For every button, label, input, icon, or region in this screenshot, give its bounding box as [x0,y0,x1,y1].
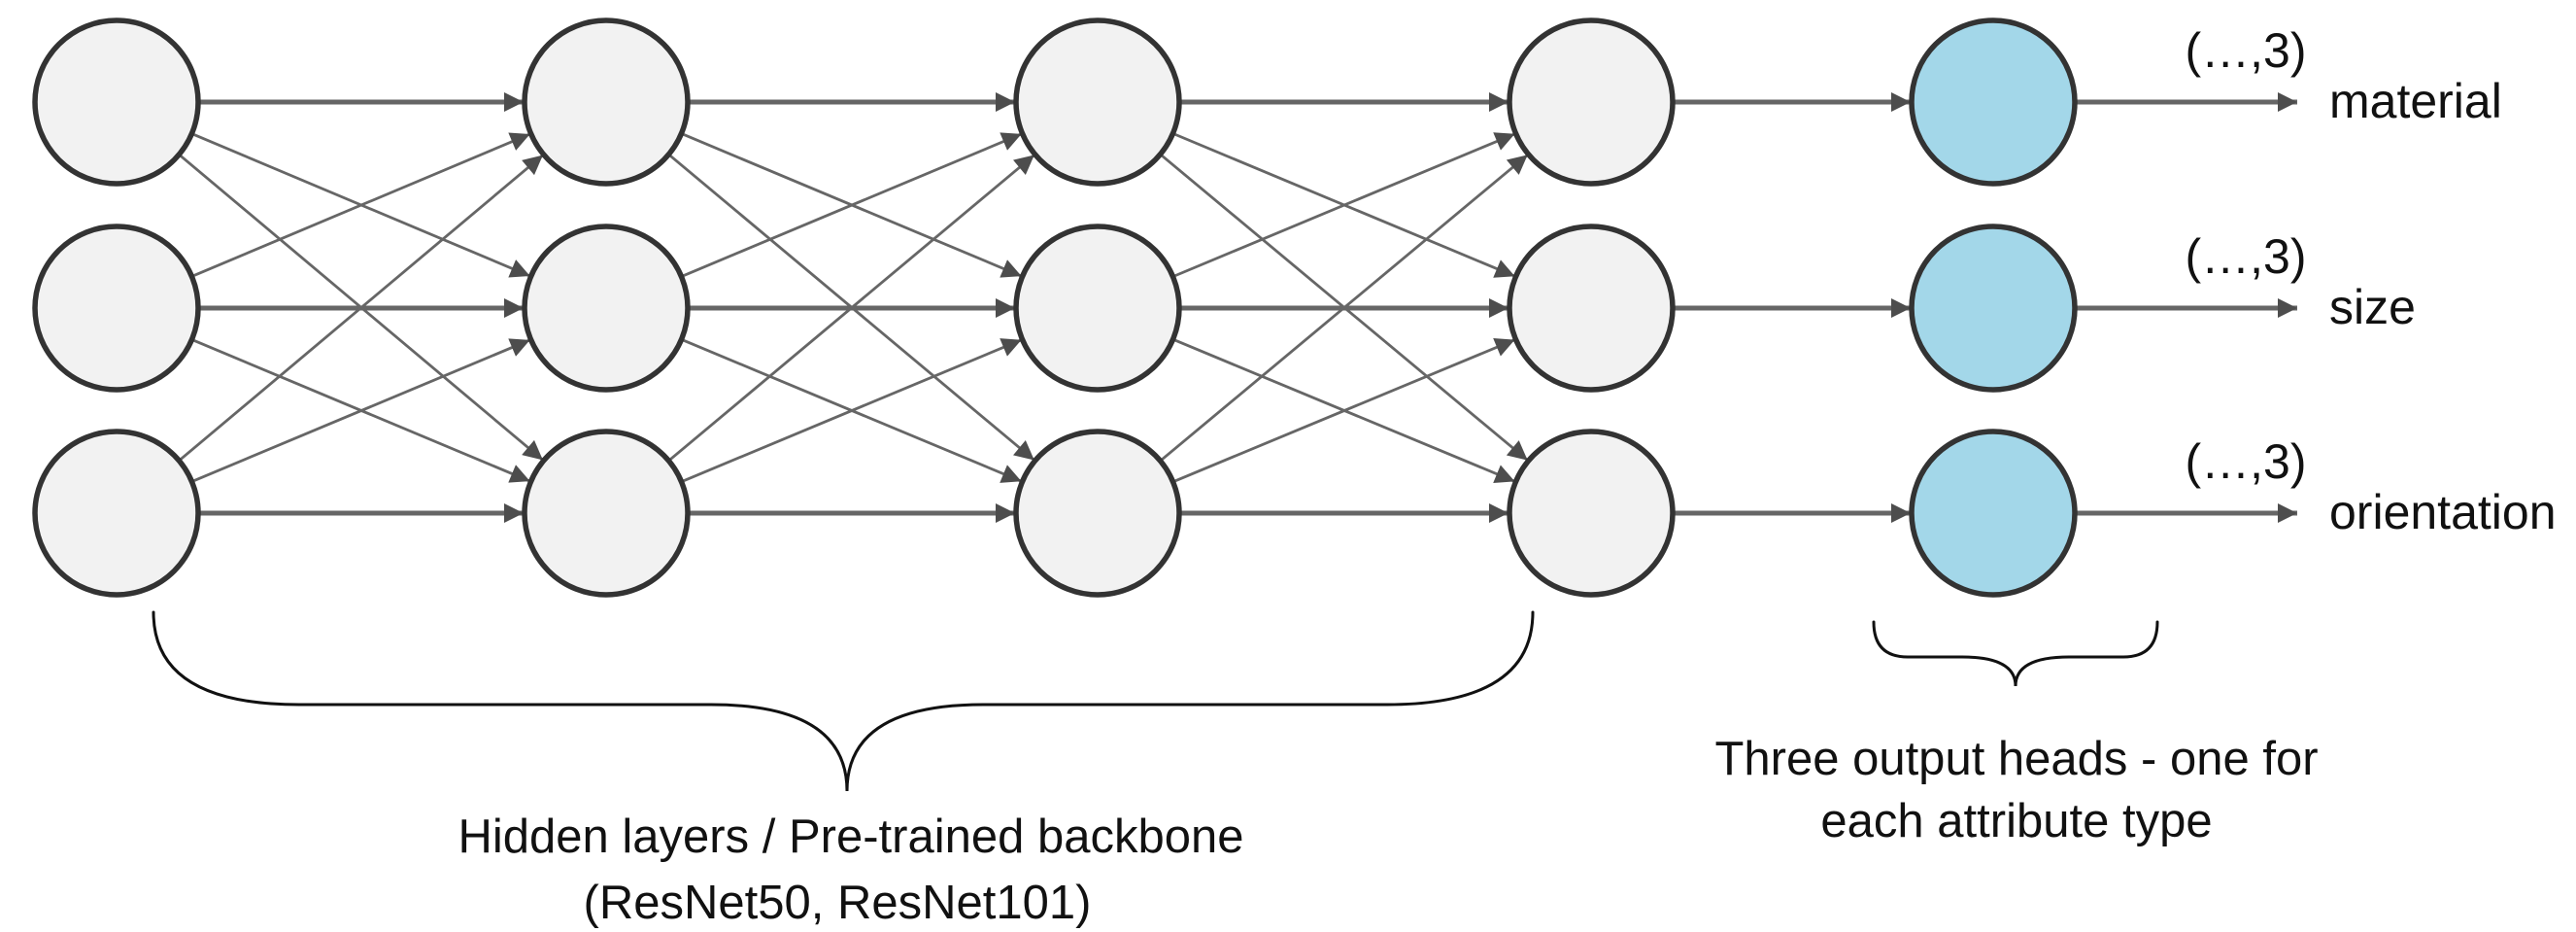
hidden-node-c4-r1 [1507,17,1676,187]
output-shape-orientation: (…,3) [2186,434,2307,489]
caption-heads-line2: each attribute type [1820,795,2212,847]
edge-c3r3-c4r1 [1160,154,1529,462]
hidden-node-c1-r2 [32,224,201,393]
hidden-node-c3-r3 [1013,429,1182,598]
edge-c2r3-c3r1 [668,154,1035,462]
hidden-node-c2-r2 [522,224,691,393]
edge-c2r3-c3r2 [681,338,1023,483]
edges-layer [179,92,2297,523]
caption-backbone-line2: (ResNet50, ResNet101) [584,877,1092,929]
output-label-size: size [2329,280,2416,334]
edge-c1r3-c2r1 [179,154,544,462]
brace-hidden-layers [152,610,1535,792]
output-node-size [1909,224,2078,393]
brace-output-heads [1872,620,2159,687]
output-label-material: material [2329,74,2502,128]
nodes-layer [32,17,2078,598]
output-shape-material: (…,3) [2186,23,2307,78]
output-node-orientation [1909,429,2078,598]
hidden-node-c2-r1 [522,17,691,187]
edge-c1r2-c2r1 [191,132,531,278]
output-node-material [1909,17,2078,187]
hidden-node-c4-r2 [1507,224,1676,393]
caption-backbone-line1: Hidden layers / Pre-trained backbone [458,811,1244,863]
hidden-node-c2-r3 [522,429,691,598]
edge-c1r3-c2r2 [191,338,531,483]
hidden-node-c3-r1 [1013,17,1182,187]
edge-c2r2-c3r1 [681,132,1023,278]
hidden-node-c1-r1 [32,17,201,187]
hidden-node-c3-r2 [1013,224,1182,393]
caption-heads-line1: Three output heads - one for [1714,733,2318,785]
edge-c3r3-c4r2 [1172,338,1516,483]
output-shape-size: (…,3) [2186,229,2307,284]
edge-c3r2-c4r1 [1172,132,1516,278]
hidden-node-c1-r3 [32,429,201,598]
output-label-orientation: orientation [2329,485,2557,539]
hidden-node-c4-r3 [1507,429,1676,598]
